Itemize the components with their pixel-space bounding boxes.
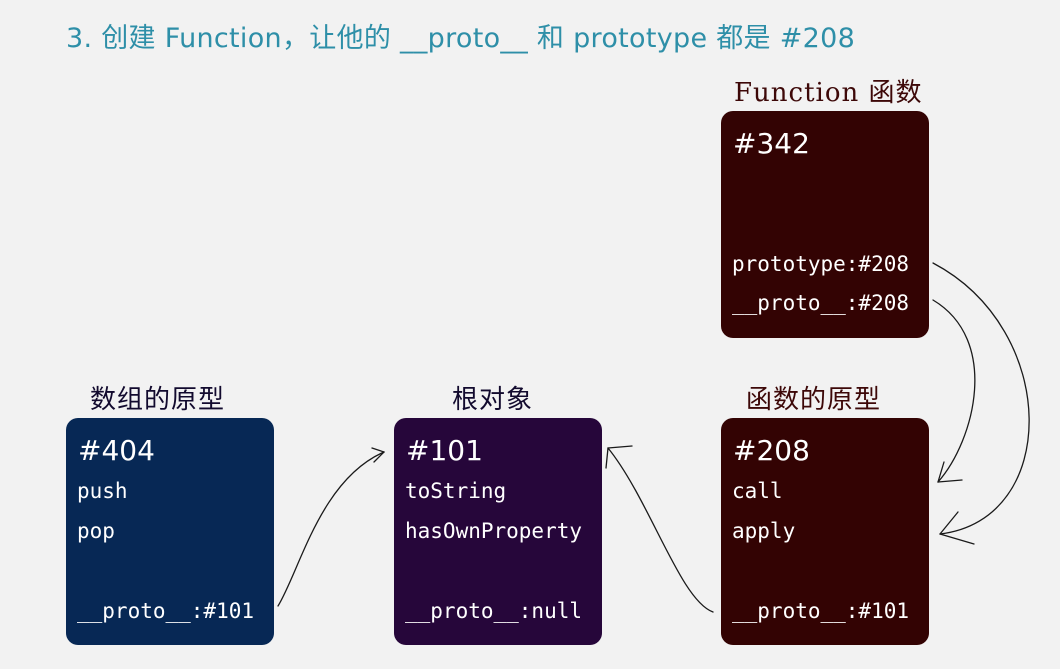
root-object-label: 根对象	[452, 385, 534, 415]
function-prototype-proto: __proto__:#101	[732, 599, 910, 623]
root-object-method-hasownproperty: hasOwnProperty	[405, 519, 583, 543]
function-object-address: #342	[733, 127, 810, 160]
root-object-box: #101 toString hasOwnProperty __proto__:n…	[394, 418, 602, 645]
array-prototype-box: #404 push pop __proto__:#101	[66, 418, 274, 645]
arrow-function-object-proto-to-function-proto	[932, 299, 976, 483]
array-prototype-label: 数组的原型	[90, 385, 226, 415]
arrow-array-proto-to-root	[277, 447, 385, 607]
array-prototype-proto: __proto__:#101	[77, 599, 255, 623]
function-object-prototype: prototype:#208	[732, 252, 910, 276]
root-object-proto: __proto__:null	[405, 599, 583, 623]
arrow-function-object-prototype-to-function-proto	[932, 262, 1030, 545]
function-prototype-address: #208	[733, 434, 810, 467]
function-prototype-box: #208 call apply __proto__:#101	[721, 418, 929, 645]
array-prototype-method-push: push	[77, 479, 128, 503]
function-object-label: Function 函数	[734, 78, 923, 108]
function-object-box: #342 prototype:#208 __proto__:#208	[721, 111, 929, 338]
root-object-method-tostring: toString	[405, 479, 507, 503]
arrow-function-proto-to-root	[605, 445, 714, 613]
root-object-address: #101	[406, 434, 483, 467]
array-prototype-method-pop: pop	[77, 519, 115, 543]
function-prototype-method-call: call	[732, 479, 783, 503]
array-prototype-address: #404	[78, 434, 155, 467]
function-object-proto: __proto__:#208	[732, 291, 910, 315]
slide-title: 3. 创建 Function，让他的 __proto__ 和 prototype…	[66, 23, 856, 54]
function-prototype-label: 函数的原型	[746, 385, 882, 415]
function-prototype-method-apply: apply	[732, 519, 796, 543]
